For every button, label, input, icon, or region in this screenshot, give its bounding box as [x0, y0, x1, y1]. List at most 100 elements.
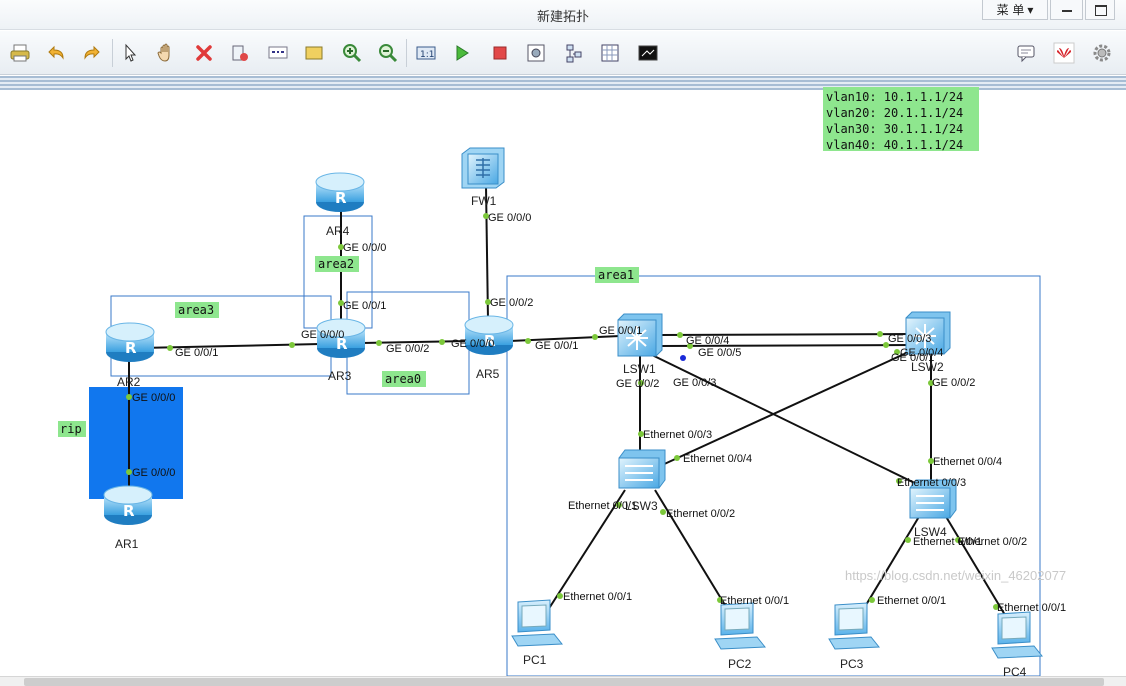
- redo-icon[interactable]: [80, 41, 104, 65]
- print-icon[interactable]: [8, 41, 32, 65]
- zoom-out-icon[interactable]: [376, 41, 400, 65]
- toolbar: 1:1: [0, 31, 1126, 75]
- port-label: GE 0/0/1: [599, 325, 642, 337]
- chevron-down-icon: ▾: [1027, 2, 1034, 17]
- switch-lsw1[interactable]: [617, 313, 663, 357]
- watermark: https://blog.csdn.net/weixin_46202077: [845, 568, 1067, 583]
- ar1-label: AR1: [115, 537, 139, 551]
- port-label: GE 0/0/2: [490, 297, 533, 309]
- port-label: GE 0/0/0: [301, 329, 344, 341]
- area0-label: area0: [385, 372, 421, 386]
- port-label: Ethernet 0/0/4: [683, 453, 752, 465]
- start-icon[interactable]: [450, 41, 474, 65]
- lsw2-label: LSW2: [911, 360, 944, 374]
- pc-pc1[interactable]: [511, 599, 564, 647]
- router-ar4[interactable]: R: [315, 172, 365, 212]
- port-label: GE 0/0/4: [686, 335, 729, 347]
- rectangle-icon[interactable]: [302, 41, 326, 65]
- port-label: Ethernet 0/0/1: [997, 602, 1066, 614]
- lsw1-label: LSW1: [623, 362, 656, 376]
- switch-lsw4[interactable]: [909, 479, 957, 519]
- huawei-logo-icon[interactable]: [1052, 41, 1076, 65]
- port-label: GE 0/0/1: [535, 340, 578, 352]
- port-label: GE 0/0/0: [343, 242, 386, 254]
- pc-pc4[interactable]: [991, 611, 1044, 659]
- vlan-note: vlan10: 10.1.1.1/24 vlan20: 20.1.1.1/24 …: [823, 87, 979, 152]
- link-lsw1-lsw4: [649, 353, 926, 489]
- erase-icon[interactable]: [228, 41, 252, 65]
- pc-pc2[interactable]: [714, 602, 767, 650]
- svg-text:R: R: [336, 335, 348, 353]
- text-icon[interactable]: [266, 41, 290, 65]
- horizontal-scrollbar[interactable]: [0, 676, 1126, 686]
- port-label: GE 0/0/0: [488, 212, 531, 224]
- port-label: GE 0/0/0: [132, 467, 175, 479]
- fit-icon[interactable]: 1:1: [414, 41, 438, 65]
- pc3-label: PC3: [840, 657, 864, 671]
- port-label: GE 0/0/5: [698, 347, 741, 359]
- port-label: GE 0/0/2: [932, 377, 975, 389]
- ar4-label: AR4: [326, 224, 350, 238]
- switch-lsw2[interactable]: [905, 311, 951, 355]
- link-lsw4-pc4: [944, 514, 1006, 616]
- hand-icon[interactable]: [154, 41, 178, 65]
- area1-box: [506, 275, 1041, 676]
- message-icon[interactable]: [1014, 41, 1038, 65]
- area2-label: area2: [318, 257, 354, 271]
- router-ar2[interactable]: R: [105, 322, 155, 362]
- router-ar3[interactable]: R: [316, 318, 366, 358]
- link-fw1-ar5: [485, 185, 489, 321]
- lsw3-label: LSW3: [625, 499, 658, 513]
- port-label: GE 0/0/0: [451, 338, 494, 350]
- port-label: Ethernet 0/0/3: [643, 429, 712, 441]
- scrollbar-thumb[interactable]: [24, 678, 1104, 686]
- stop-icon[interactable]: [488, 41, 512, 65]
- port-label: Ethernet 0/0/1: [877, 595, 946, 607]
- topology-icon[interactable]: [562, 41, 586, 65]
- port-label: GE 0/0/2: [386, 343, 429, 355]
- port-label: GE 0/0/3: [673, 377, 716, 389]
- link-lsw1-lsw2-b: [659, 344, 911, 347]
- ar5-label: AR5: [476, 367, 500, 381]
- fw1-label: FW1: [471, 194, 497, 208]
- router-ar1[interactable]: R: [103, 485, 153, 525]
- link-lsw1-lsw2-a: [659, 333, 911, 336]
- svg-text:R: R: [484, 332, 496, 350]
- capture-icon[interactable]: [524, 41, 548, 65]
- select-icon[interactable]: [118, 41, 142, 65]
- port-label: GE 0/0/1: [175, 347, 218, 359]
- pc-pc3[interactable]: [828, 602, 881, 650]
- port-label: Ethernet 0/0/1: [563, 591, 632, 603]
- port-label: Ethernet 0/0/4: [933, 456, 1002, 468]
- svg-text:1:1: 1:1: [420, 50, 434, 60]
- menu-button[interactable]: 菜 单 ▾: [982, 0, 1048, 20]
- link-lsw3-pc1: [547, 489, 626, 611]
- undo-icon[interactable]: [44, 41, 68, 65]
- switch-lsw3[interactable]: [618, 449, 666, 489]
- port-label: GE 0/0/1: [891, 352, 934, 364]
- grid-icon[interactable]: [598, 41, 622, 65]
- vlan-line: vlan40: 40.1.1.1/24: [826, 138, 964, 152]
- port-label: Ethernet 0/0/1: [720, 595, 789, 607]
- vlan-line: vlan30: 30.1.1.1/24: [826, 122, 964, 136]
- rip-label: rip: [60, 422, 82, 436]
- topology-canvas[interactable]: R R R R: [0, 90, 1126, 676]
- pc4-label: PC4: [1003, 665, 1027, 676]
- maximize-button[interactable]: [1085, 0, 1115, 20]
- firewall-fw1[interactable]: [461, 147, 505, 189]
- ar3-label: AR3: [328, 369, 352, 383]
- router-ar5[interactable]: R: [464, 315, 514, 355]
- port-label: GE 0/0/3: [888, 333, 931, 345]
- console-icon[interactable]: [636, 41, 660, 65]
- zoom-in-icon[interactable]: [340, 41, 364, 65]
- port-label: Ethernet 0/0/1: [913, 536, 982, 548]
- port-label: Ethernet 0/0/1: [568, 500, 637, 512]
- vlan-line: vlan10: 10.1.1.1/24: [826, 90, 964, 104]
- delete-icon[interactable]: [192, 41, 216, 65]
- minimize-button[interactable]: [1050, 0, 1083, 20]
- link-lsw3-pc2: [654, 489, 729, 611]
- area3-label: area3: [178, 303, 214, 317]
- port-label: GE 0/0/4: [900, 347, 943, 359]
- settings-icon[interactable]: [1090, 41, 1114, 65]
